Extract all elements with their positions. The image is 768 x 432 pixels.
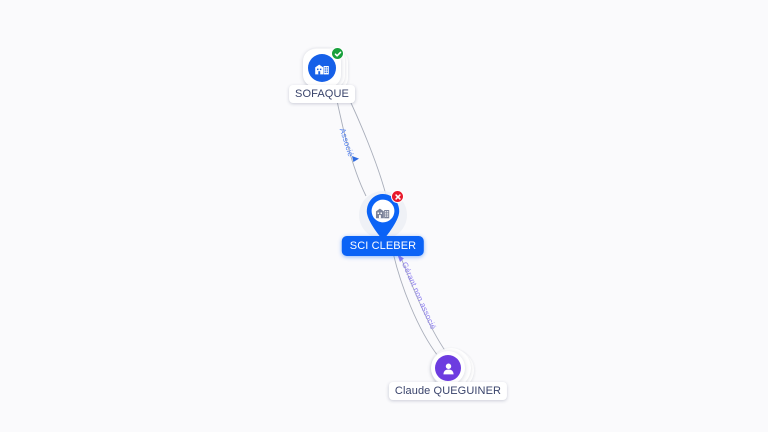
- node-label-sofaque[interactable]: SOFAQUE: [289, 85, 355, 103]
- building-icon: [375, 208, 390, 219]
- sofaque-company-chip[interactable]: [303, 47, 344, 87]
- claude-avatar[interactable]: [431, 351, 465, 385]
- sci-cleber-status-badge-closed: [391, 190, 404, 203]
- map-pin-shape: [366, 194, 400, 241]
- edge-label-gerant-non-associe: Gérant non associé: [399, 260, 438, 332]
- check-icon: [334, 51, 341, 57]
- person-icon: [442, 363, 454, 374]
- edge-label-associe: Associé: [337, 127, 356, 158]
- edge-associe-arrowhead: [352, 156, 359, 162]
- sofaque-icon-disc: [308, 54, 336, 82]
- claude-icon-disc: [435, 355, 461, 381]
- node-label-claude-queguiner[interactable]: Claude QUEGUINER: [388, 382, 508, 400]
- close-icon: [394, 193, 401, 200]
- node-label-sci-cleber[interactable]: SCI CLEBER: [341, 236, 425, 256]
- building-icon: [315, 64, 329, 75]
- sci-cleber-map-pin[interactable]: [363, 190, 404, 241]
- sofaque-status-badge-active: [331, 47, 344, 60]
